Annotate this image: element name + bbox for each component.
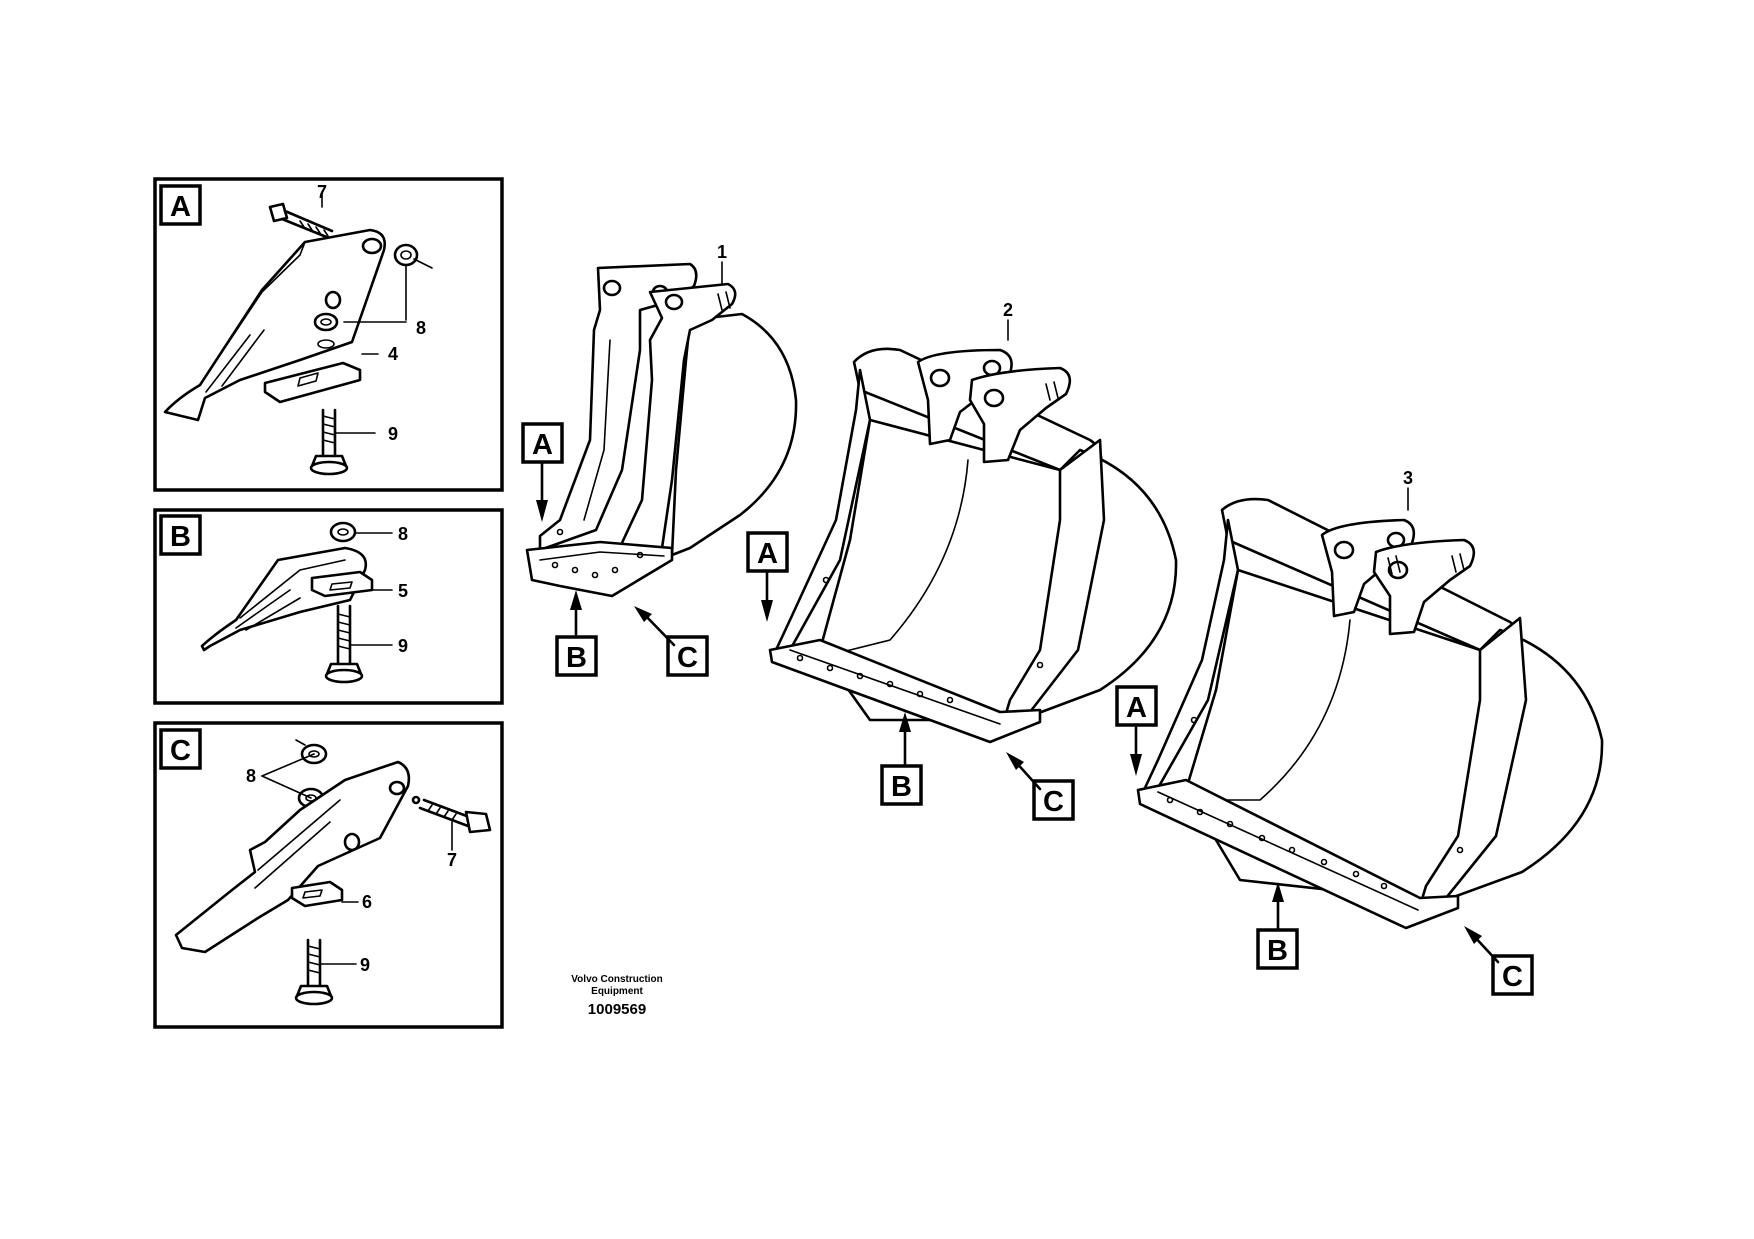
panel-b-frame — [153, 508, 504, 705]
detail-panel-b: B 8 5 9 — [153, 508, 504, 705]
drawing-footer: Volvo Construction Equipment 1009569 — [571, 974, 662, 1018]
panel-c-label-box — [159, 728, 202, 770]
bucket-1: 1 A B C — [521, 242, 798, 677]
panel-a-label: A — [170, 191, 191, 223]
part-number-label: 7 — [447, 850, 457, 870]
bucket-2: 2 A B C — [746, 300, 1178, 821]
bolt-icon — [294, 938, 334, 1006]
detail-panel-a: A — [153, 177, 504, 492]
panel-c-frame — [153, 721, 504, 1029]
part-number-label: 4 — [388, 344, 398, 364]
panel-b-label: B — [170, 521, 191, 553]
detail-panel-c: C — [153, 721, 504, 1029]
tooth-plate-icon — [263, 361, 362, 404]
bolt-icon — [309, 408, 349, 476]
panel-c-label: C — [170, 735, 191, 767]
bolt-icon — [324, 604, 364, 684]
arrow-icon — [634, 606, 652, 622]
callout-a-label: A — [757, 538, 778, 570]
part-number-label: 7 — [317, 182, 327, 202]
part-number-label: 8 — [246, 766, 256, 786]
tooth-plate-icon — [290, 880, 344, 908]
arrow-icon — [1272, 882, 1284, 902]
tooth-adapter-icon — [163, 228, 386, 422]
panel-b-label-box — [159, 514, 202, 556]
callout-c-label: C — [1043, 786, 1064, 818]
side-cutter-icon — [174, 760, 411, 954]
arrow-icon — [899, 712, 911, 732]
bucket-number-label: 3 — [1403, 468, 1413, 488]
arrow-icon — [1130, 754, 1142, 776]
part-number-label: 8 — [398, 524, 408, 544]
arrow-icon — [570, 590, 582, 610]
tooth-plate-icon — [310, 570, 374, 598]
panel-a-frame — [153, 177, 504, 492]
arrow-icon — [761, 600, 773, 622]
callout-c-box — [666, 635, 709, 677]
bolt-icon — [411, 795, 492, 834]
company-name-line1: Volvo Construction — [571, 974, 662, 985]
callout-a-label: A — [1126, 692, 1147, 724]
panel-a-label-box — [159, 184, 202, 226]
part-number-label: 9 — [360, 955, 370, 975]
callout-b-label: B — [1267, 935, 1288, 967]
arrow-icon — [1006, 752, 1024, 770]
callout-a-label: A — [532, 429, 553, 461]
callout-b-label: B — [891, 771, 912, 803]
callout-b-label: B — [566, 642, 587, 674]
nut-icon — [313, 243, 433, 349]
part-number-label: 9 — [388, 424, 398, 444]
company-name-line2: Equipment — [591, 986, 643, 997]
callout-b-box — [880, 764, 923, 806]
arrow-icon — [536, 500, 548, 522]
part-number-label: 6 — [362, 892, 372, 912]
callout-c-label: C — [1502, 961, 1523, 993]
bucket-number-label: 1 — [717, 242, 727, 262]
part-number-label: 8 — [416, 318, 426, 338]
callout-c-label: C — [677, 642, 698, 674]
bucket-number-label: 2 — [1003, 300, 1013, 320]
callout-b-box — [1256, 928, 1299, 970]
callout-c-box — [1491, 954, 1534, 996]
tooth-icon — [200, 546, 368, 652]
bolt-icon — [268, 202, 334, 240]
part-number-label: 9 — [398, 636, 408, 656]
callout-c-box — [1032, 779, 1075, 821]
part-number-label: 5 — [398, 581, 408, 601]
bucket-3: 3 A B C — [1115, 468, 1604, 996]
drawing-number: 1009569 — [588, 1001, 646, 1018]
arrow-icon — [1464, 926, 1482, 944]
callout-a-box — [746, 531, 789, 573]
